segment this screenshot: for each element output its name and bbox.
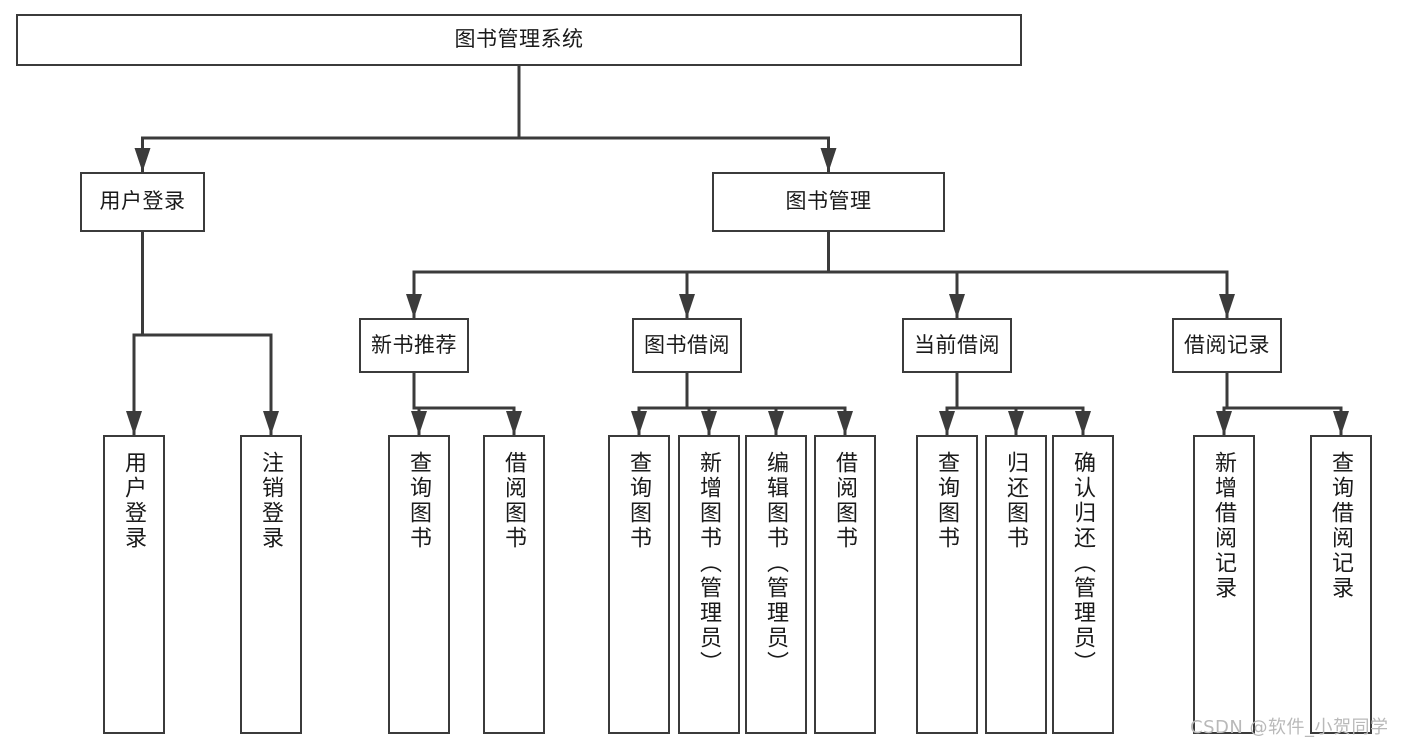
node-root[interactable]: 图书管理系统 (16, 14, 1022, 66)
node-label: 当前借阅 (914, 333, 1000, 357)
node-label: 借阅图书 (502, 451, 527, 551)
arrowhead-root-1 (820, 148, 837, 172)
node-new-book-rec[interactable]: 新书推荐 (359, 318, 469, 373)
arrowhead-borrow_record-1 (1333, 411, 1349, 435)
node-book-borrow[interactable]: 图书借阅 (632, 318, 742, 373)
arrowhead-book_borrow-1 (701, 411, 717, 435)
node-leaf-query-record[interactable]: 查询借阅记录 (1310, 435, 1372, 734)
node-label: 查询借阅记录 (1329, 451, 1354, 601)
arrowhead-borrow_record-0 (1216, 411, 1232, 435)
arrowhead-book_mgmt-2 (949, 294, 965, 318)
node-leaf-query-book-3[interactable]: 查询图书 (916, 435, 978, 734)
node-label: 确认归还（管理员） (1071, 451, 1096, 676)
arrowhead-book_mgmt-3 (1219, 294, 1235, 318)
node-leaf-borrow-book-2[interactable]: 借阅图书 (814, 435, 876, 734)
node-current-borrow[interactable]: 当前借阅 (902, 318, 1012, 373)
arrowhead-user_login-0 (126, 411, 142, 435)
node-borrow-record[interactable]: 借阅记录 (1172, 318, 1282, 373)
node-leaf-query-book-1[interactable]: 查询图书 (388, 435, 450, 734)
node-label: 查询图书 (627, 451, 652, 551)
arrowhead-book_mgmt-0 (406, 294, 422, 318)
node-label: 编辑图书（管理员） (764, 451, 789, 676)
arrowhead-user_login-1 (263, 411, 279, 435)
node-label: 借阅记录 (1184, 333, 1270, 357)
arrowhead-book_mgmt-1 (679, 294, 695, 318)
arrowhead-current_borrow-0 (939, 411, 955, 435)
node-leaf-logout[interactable]: 注销登录 (240, 435, 302, 734)
node-label: 借阅图书 (833, 451, 858, 551)
node-label: 图书借阅 (644, 333, 730, 357)
arrowhead-book_borrow-0 (631, 411, 647, 435)
node-user-login[interactable]: 用户登录 (80, 172, 205, 232)
node-leaf-user-login[interactable]: 用户登录 (103, 435, 165, 734)
node-leaf-return-book[interactable]: 归还图书 (985, 435, 1047, 734)
node-leaf-query-book-2[interactable]: 查询图书 (608, 435, 670, 734)
node-label: 注销登录 (259, 451, 284, 551)
node-label: 新书推荐 (371, 333, 457, 357)
arrowhead-new_book_rec-1 (506, 411, 522, 435)
node-leaf-confirm-return[interactable]: 确认归还（管理员） (1052, 435, 1114, 734)
node-book-mgmt[interactable]: 图书管理 (712, 172, 945, 232)
arrowhead-new_book_rec-0 (411, 411, 427, 435)
node-leaf-add-record[interactable]: 新增借阅记录 (1193, 435, 1255, 734)
node-label: 查询图书 (407, 451, 432, 551)
node-label: 查询图书 (935, 451, 960, 551)
node-leaf-edit-book[interactable]: 编辑图书（管理员） (745, 435, 807, 734)
arrowhead-book_borrow-2 (768, 411, 784, 435)
csdn-watermark: CSDN @软件_小贺同学 (1190, 717, 1389, 738)
arrowhead-current_borrow-2 (1075, 411, 1091, 435)
node-leaf-borrow-book-1[interactable]: 借阅图书 (483, 435, 545, 734)
node-label: 用户登录 (99, 190, 186, 214)
node-label: 图书管理 (785, 190, 872, 214)
node-label: 新增图书（管理员） (697, 451, 722, 676)
node-label: 图书管理系统 (454, 28, 584, 52)
arrowhead-current_borrow-1 (1008, 411, 1024, 435)
node-leaf-add-book[interactable]: 新增图书（管理员） (678, 435, 740, 734)
arrowhead-book_borrow-3 (837, 411, 853, 435)
node-label: 归还图书 (1004, 451, 1029, 551)
node-label: 新增借阅记录 (1212, 451, 1237, 601)
arrowhead-root-0 (134, 148, 151, 172)
node-label: 用户登录 (122, 451, 147, 551)
